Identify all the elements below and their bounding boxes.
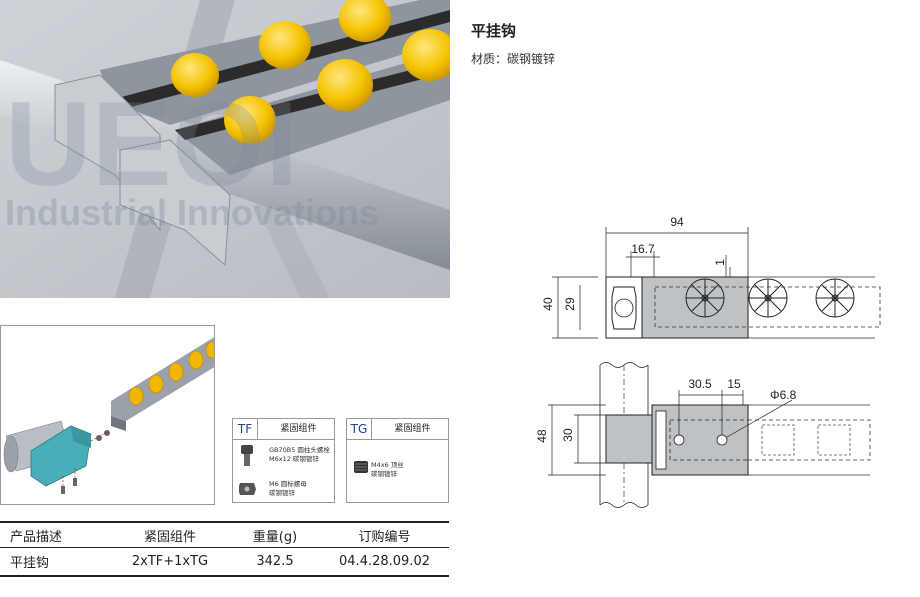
bolt-icon bbox=[239, 445, 256, 495]
fastener-item-line: M6x12 碳钢镀锌 bbox=[269, 455, 319, 463]
dim-side-inner: 30 bbox=[561, 428, 575, 442]
fastener-name: 紧固组件 bbox=[394, 424, 431, 434]
fastener-code: TG bbox=[347, 419, 372, 439]
table-cell: 平挂钩 bbox=[0, 547, 110, 577]
table-header: 产品描述 bbox=[0, 521, 110, 548]
fastener-name: 紧固组件 bbox=[280, 424, 317, 434]
set-screw-icon bbox=[354, 461, 368, 473]
fastener-item-line: 碳钢镀锌 bbox=[371, 470, 397, 478]
table-cell: 342.5 bbox=[230, 547, 320, 577]
material-text: 材质：碳钢镀锌 bbox=[471, 52, 556, 66]
dim-thickness: 1 bbox=[713, 259, 727, 266]
table-header: 重量(g) bbox=[230, 521, 320, 548]
side-view: 30.5 15 Φ6.8 48 30 bbox=[535, 362, 871, 508]
dim-inner: 16.7 bbox=[631, 242, 655, 256]
dim-side-height: 48 bbox=[535, 429, 549, 443]
spec-table: 产品描述 紧固组件 重量(g) 订购编号 平挂钩 2xTF+1xTG 342.5… bbox=[0, 521, 449, 577]
fastener-code: TF bbox=[233, 419, 258, 439]
dim-hole: Φ6.8 bbox=[770, 388, 797, 402]
dim-height: 40 bbox=[541, 297, 555, 311]
table-row: 平挂钩 2xTF+1xTG 342.5 04.4.28.09.02 bbox=[0, 547, 449, 577]
product-title: 平挂钩 bbox=[471, 22, 517, 40]
assembly-illustration bbox=[0, 325, 215, 505]
technical-drawing: 94 16.7 1 40 29 bbox=[535, 215, 881, 508]
table-cell: 04.4.28.09.02 bbox=[320, 547, 449, 577]
table-header-row: 产品描述 紧固组件 重量(g) 订购编号 bbox=[0, 521, 449, 548]
top-view: 94 16.7 1 40 29 bbox=[541, 215, 881, 339]
table-cell: 2xTF+1xTG bbox=[110, 547, 230, 577]
fastener-tf-box: TF 紧固组件 GB70B5 圆柱头螺栓 M6x12 碳钢镀锌 M6 圆标螺母 … bbox=[232, 418, 335, 503]
fastener-item-line: M6 圆标螺母 bbox=[269, 480, 307, 488]
dim-overall: 94 bbox=[670, 215, 684, 229]
fastener-item-line: 碳钢镀锌 bbox=[269, 489, 295, 497]
watermark-tagline: Industrial Innovations bbox=[5, 192, 379, 233]
dim-offset: 15 bbox=[727, 377, 741, 391]
fastener-tg-box: TG 紧固组件 M4x6 顶丝 碳钢镀锌 bbox=[346, 418, 449, 503]
product-photo: UEOI Industrial Innovations bbox=[0, 0, 450, 298]
watermark-logo: UEOI bbox=[5, 77, 298, 211]
fastener-item-line: GB70B5 圆柱头螺栓 bbox=[269, 446, 330, 454]
table-header: 订购编号 bbox=[320, 521, 449, 548]
dim-spacing: 30.5 bbox=[688, 377, 712, 391]
fastener-item-line: M4x6 顶丝 bbox=[371, 461, 404, 469]
dim-profile: 29 bbox=[563, 297, 577, 311]
table-header: 紧固组件 bbox=[110, 521, 230, 548]
